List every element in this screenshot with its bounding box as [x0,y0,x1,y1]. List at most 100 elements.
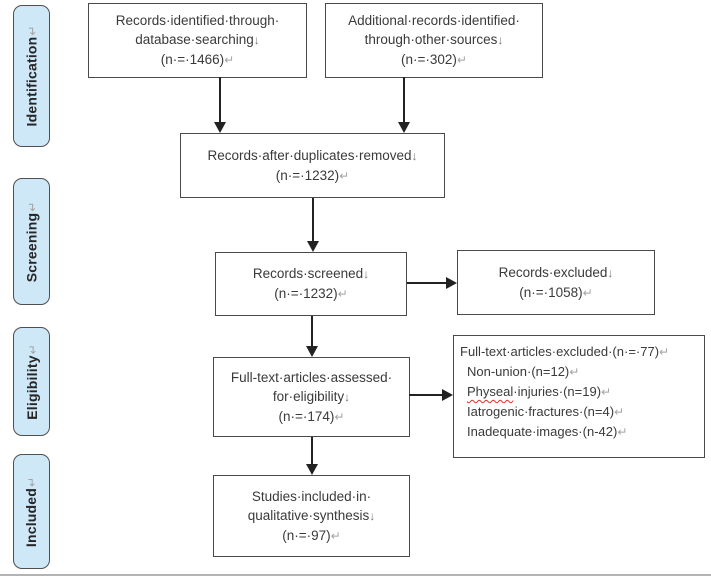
arrow-db-to-dedup [219,77,221,122]
line-text: for·eligibility [272,388,345,404]
paragraph-mark: ↵ [659,345,670,359]
line-text: Non-union·(n=12) [467,364,570,379]
paragraph-mark: ↵ [614,405,625,419]
paragraph-mark: ↵ [25,343,40,354]
line-break-mark: ↓ [344,389,351,404]
arrow-screened-to-excluded [407,282,446,284]
box-line: Studies·included·in· [252,487,371,506]
paragraph-mark: ↵ [337,287,348,301]
box-fulltext-excluded: Full-text·articles·excluded·(n·=·77)↵ No… [453,335,705,458]
line-text: Studies·included·in· [251,488,372,504]
stage-eligibility: Eligibility↵ [13,327,50,436]
line-break-mark: ↓ [411,148,418,163]
box-line: Inadequate·images·(n-42)↵ [467,422,627,442]
paragraph-mark: ↵ [330,528,341,543]
box-line: Additional·records·identified· [348,11,520,30]
paragraph-mark: ↵ [582,285,593,300]
box-line: (n·=·1232)↵ [274,284,347,304]
box-line: Records·identified·through· [116,11,280,30]
arrow-fulltext-to-excluded [409,394,442,396]
line-text: (n·=·174) [278,408,335,424]
box-line: (n·=·302)↵ [401,50,467,70]
arrowhead-down-icon [306,464,318,475]
line-text: Full-text·articles·excluded·(n·=·77) [460,344,660,359]
line-text: Iatrogenic·fractures·(n=4) [467,404,615,419]
line-break-mark: ↓ [253,33,260,47]
stage-label: Identification [23,36,40,127]
box-line: Iatrogenic·fractures·(n=4)↵ [467,402,624,422]
paragraph-mark: ↵ [25,476,40,487]
line-text: qualitative·synthesis [247,507,370,523]
stage-rotated-text: Identification↵ [24,26,40,127]
arrowhead-right-icon [442,389,453,401]
line-text: Full-text·articles·assessed· [230,369,393,385]
stage-rotated-text: Eligibility↵ [24,344,40,420]
arrowhead-down-icon [306,346,318,357]
stage-label: Eligibility [23,354,40,420]
stage-identification: Identification↵ [13,5,50,147]
line-text: database·searching [135,32,254,47]
paragraph-mark: ↵ [339,168,350,183]
box-line: (n·=·1466)↵ [161,50,234,70]
line-break-mark: ↓ [497,33,504,47]
box-line: (n·=·1232)↵ [276,166,349,186]
box-line: Physeal·injuries·(n=19)↵ [467,382,611,402]
paragraph-mark: ↵ [334,409,345,424]
box-records-screened: Records·screened↓ (n·=·1232)↵ [215,252,407,316]
arrow-screened-to-fulltext [311,316,313,346]
box-line: (n·=·174)↵ [279,407,345,427]
box-after-duplicates: Records·after·duplicates·removed↓ (n·=·1… [180,133,445,198]
paragraph-mark: ↵ [25,25,40,36]
box-additional-records: Additional·records·identified· through·o… [325,3,543,78]
line-text: (n·=·1232) [275,167,340,183]
page-edge-rule [0,574,711,576]
box-fulltext-assessed: Full-text·articles·assessed· for·eligibi… [213,357,410,437]
arrowhead-down-icon [214,122,226,133]
paragraph-mark: ↵ [601,385,612,399]
line-text: Records·excluded [498,264,608,280]
box-line: Records·after·duplicates·removed↓ [207,146,417,166]
line-break-mark: ↓ [369,508,376,523]
line-text: Inadequate·images·(n-42) [467,424,618,439]
line-text: (n·=·1058) [519,284,583,300]
stage-screening: Screening↵ [13,178,50,305]
line-text: (n·=·1466) [160,52,225,67]
line-text: Records·after·duplicates·removed [207,147,412,163]
paragraph-mark: ↵ [456,53,467,67]
paragraph-mark: ↵ [224,53,235,67]
box-studies-included: Studies·included·in· qualitative·synthes… [213,475,410,557]
paragraph-mark: ↵ [25,201,40,212]
box-line: Full-text·articles·excluded·(n·=·77)↵ [460,342,669,362]
box-records-identified: Records·identified·through· database·sea… [88,3,307,78]
line-text: through·other·sources [364,32,498,47]
box-line: database·searching↓ [135,30,260,50]
misspelled-word: Physeal [467,384,514,399]
box-line: Non-union·(n=12)↵ [467,362,579,382]
box-line: through·other·sources↓ [365,30,504,50]
box-line: Full-text·articles·assessed· [231,368,392,387]
arrow-dedup-to-screened [312,198,314,241]
box-line: Records·screened↓ [253,264,369,284]
arrow-other-to-dedup [403,77,405,122]
box-line: for·eligibility↓ [273,387,350,407]
paragraph-mark: ↵ [569,365,580,379]
arrowhead-down-icon [307,241,319,252]
stage-rotated-text: Included↵ [24,476,40,546]
line-break-mark: ↓ [607,265,614,280]
paragraph-mark: ↵ [617,425,628,439]
line-text: Records·screened [252,266,364,281]
line-text: Records·identified·through· [115,13,280,28]
line-text: ·injuries·(n=19) [513,384,602,399]
arrow-fulltext-to-included [311,437,313,464]
arrowhead-down-icon [398,122,410,133]
box-line: Records·excluded↓ [499,263,614,283]
stage-label: Included [23,487,40,547]
stage-rotated-text: Screening↵ [24,201,40,282]
box-line: qualitative·synthesis↓ [248,506,376,526]
line-text: Additional·records·identified· [348,13,520,28]
box-records-excluded: Records·excluded↓ (n·=·1058)↵ [457,250,655,315]
box-line: (n·=·97)↵ [282,526,340,546]
stage-label: Screening [23,212,40,282]
line-text: (n·=·1232) [274,286,338,301]
stage-included: Included↵ [13,454,50,569]
